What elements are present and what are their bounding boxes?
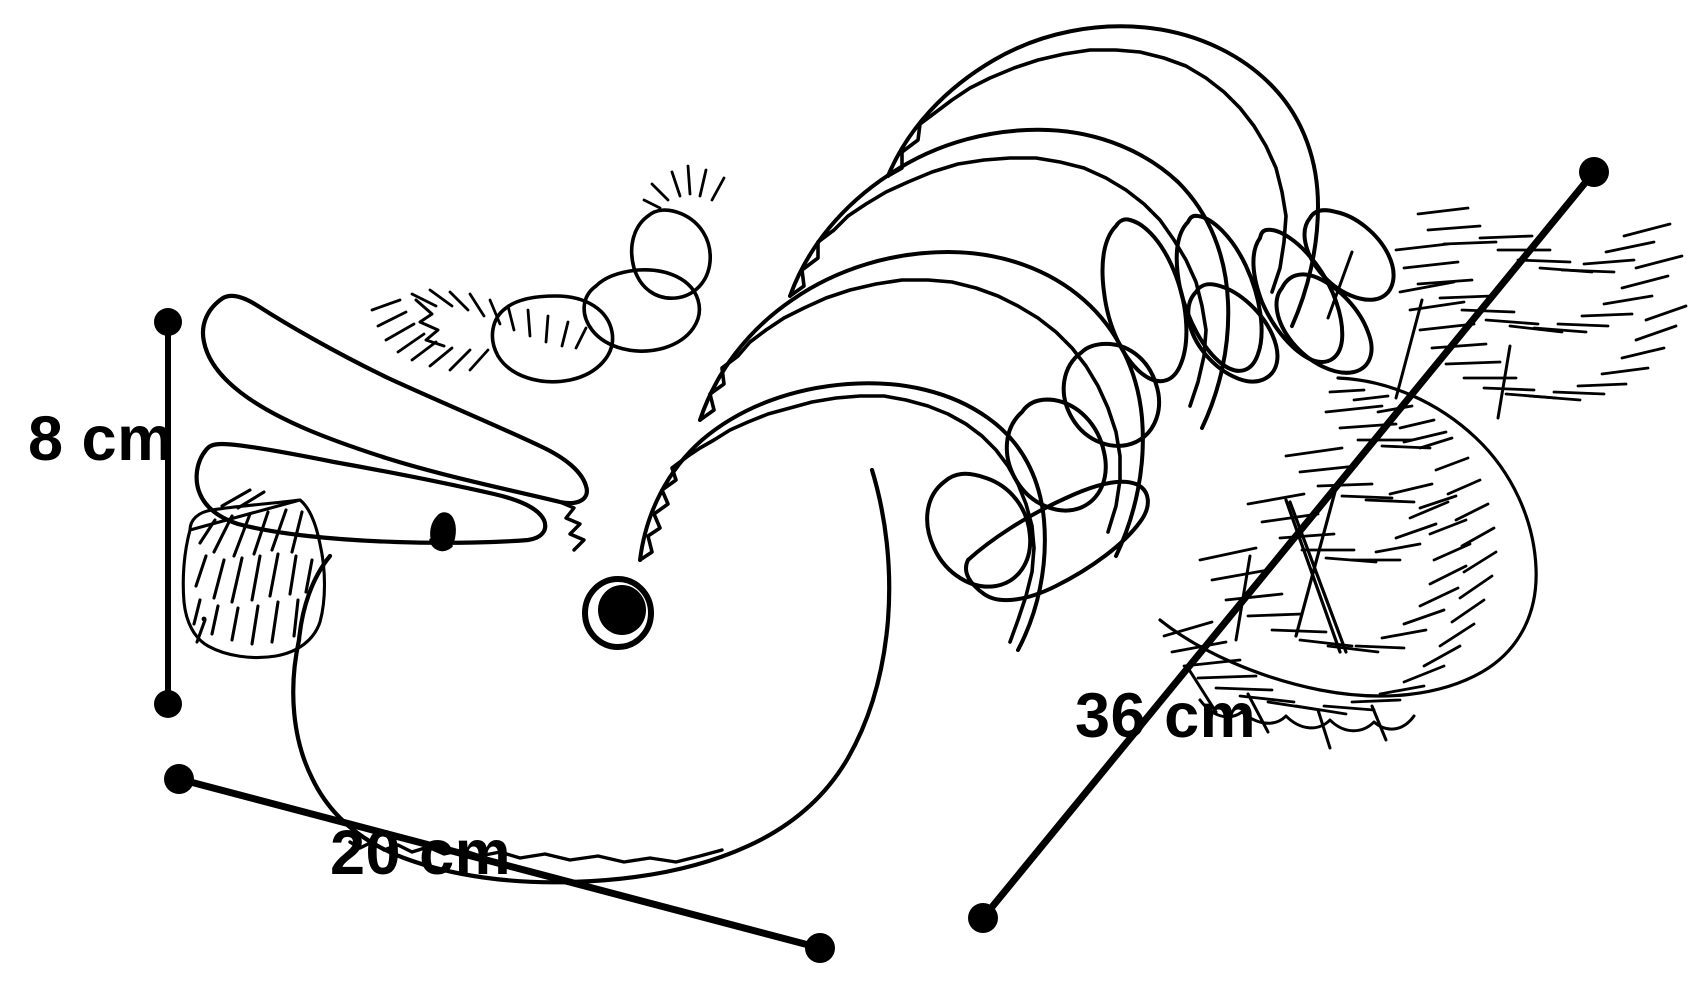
fringe-tail [1158,206,1688,750]
dimension-label-height: 8 cm [28,404,174,474]
nose [429,512,456,552]
rope-legs [925,208,1396,603]
dimension-line-height [154,308,182,718]
eye [582,576,654,650]
dimension-line-length [164,764,835,963]
head-outline [291,467,892,885]
dimension-label-depth: 36 cm [1075,681,1257,751]
dimension-line-depth [968,157,1609,933]
neck-bumps [414,268,702,384]
dimension-label-length: 20 cm [330,818,512,888]
neck-fringe [370,288,588,372]
upper-ear [200,293,589,506]
ear-fringe [181,488,326,660]
